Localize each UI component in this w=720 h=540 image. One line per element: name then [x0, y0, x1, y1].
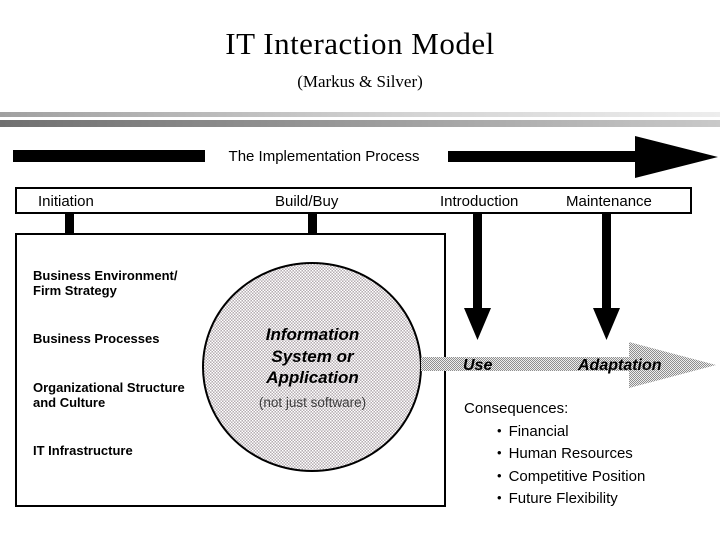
phase-label-introduction: Introduction	[440, 193, 519, 210]
process-right-arrow-icon	[448, 136, 718, 178]
down-arrow-maintenance-icon	[593, 214, 620, 340]
system-circle-title-line: System or	[271, 346, 354, 366]
factor-line: Business Processes	[33, 331, 160, 346]
system-circle-title: Information System or Application	[202, 324, 423, 389]
phase-box	[15, 187, 692, 214]
title-divider-bottom-rule	[0, 120, 720, 127]
phase-label-maintenance: Maintenance	[566, 193, 652, 210]
title-divider-top-rule	[0, 112, 720, 117]
system-circle-note: (not just software)	[258, 395, 367, 410]
factor-line: Firm Strategy	[33, 282, 117, 298]
factor-line: Business Environment/	[33, 268, 178, 283]
process-label: The Implementation Process	[228, 148, 420, 165]
consequences-heading: Consequences:	[464, 400, 569, 417]
consequence-item-label: Competitive Position	[508, 467, 646, 485]
adaptation-label: Adaptation	[578, 357, 662, 374]
bullet-icon: •	[497, 467, 502, 483]
consequence-item-label: Financial	[508, 422, 569, 440]
consequence-item: • Financial	[464, 420, 645, 443]
use-label: Use	[463, 357, 493, 374]
bullet-icon: •	[497, 445, 502, 460]
consequence-item-label: Future Flexibility	[508, 490, 618, 507]
consequence-item: • Future Flexibility	[464, 487, 645, 510]
factor-line: and Culture	[33, 394, 106, 410]
slide-subtitle: (Markus & Silver)	[297, 72, 423, 91]
process-left-bar	[13, 150, 205, 162]
consequence-item-label: Human Resources	[508, 445, 633, 462]
consequences-list: Consequences: • Financial • Human Resource…	[464, 398, 645, 510]
system-circle-title-line: Information	[265, 325, 360, 344]
consequence-item: • Human Resources	[464, 442, 645, 465]
system-circle-title-line: Application	[266, 368, 359, 387]
factor-line: Organizational Structure	[33, 380, 185, 395]
factor-business-environment: Business Environment/ Firm Strategy	[33, 268, 178, 298]
down-arrow-introduction-icon	[464, 214, 491, 340]
phase-label-build-buy: Build/Buy	[275, 193, 339, 210]
bullet-icon: •	[497, 490, 502, 505]
factor-it-infrastructure: IT Infrastructure	[33, 443, 133, 459]
bullet-icon: •	[497, 422, 502, 438]
consequence-item: • Competitive Position	[464, 465, 645, 488]
phase-label-initiation: Initiation	[38, 193, 94, 210]
factor-line: IT Infrastructure	[33, 443, 133, 458]
factor-business-processes: Business Processes	[33, 331, 160, 347]
factor-organizational-structure: Organizational Structure and Culture	[33, 380, 185, 410]
slide-title: IT Interaction Model	[225, 26, 495, 61]
system-circle	[202, 262, 422, 472]
